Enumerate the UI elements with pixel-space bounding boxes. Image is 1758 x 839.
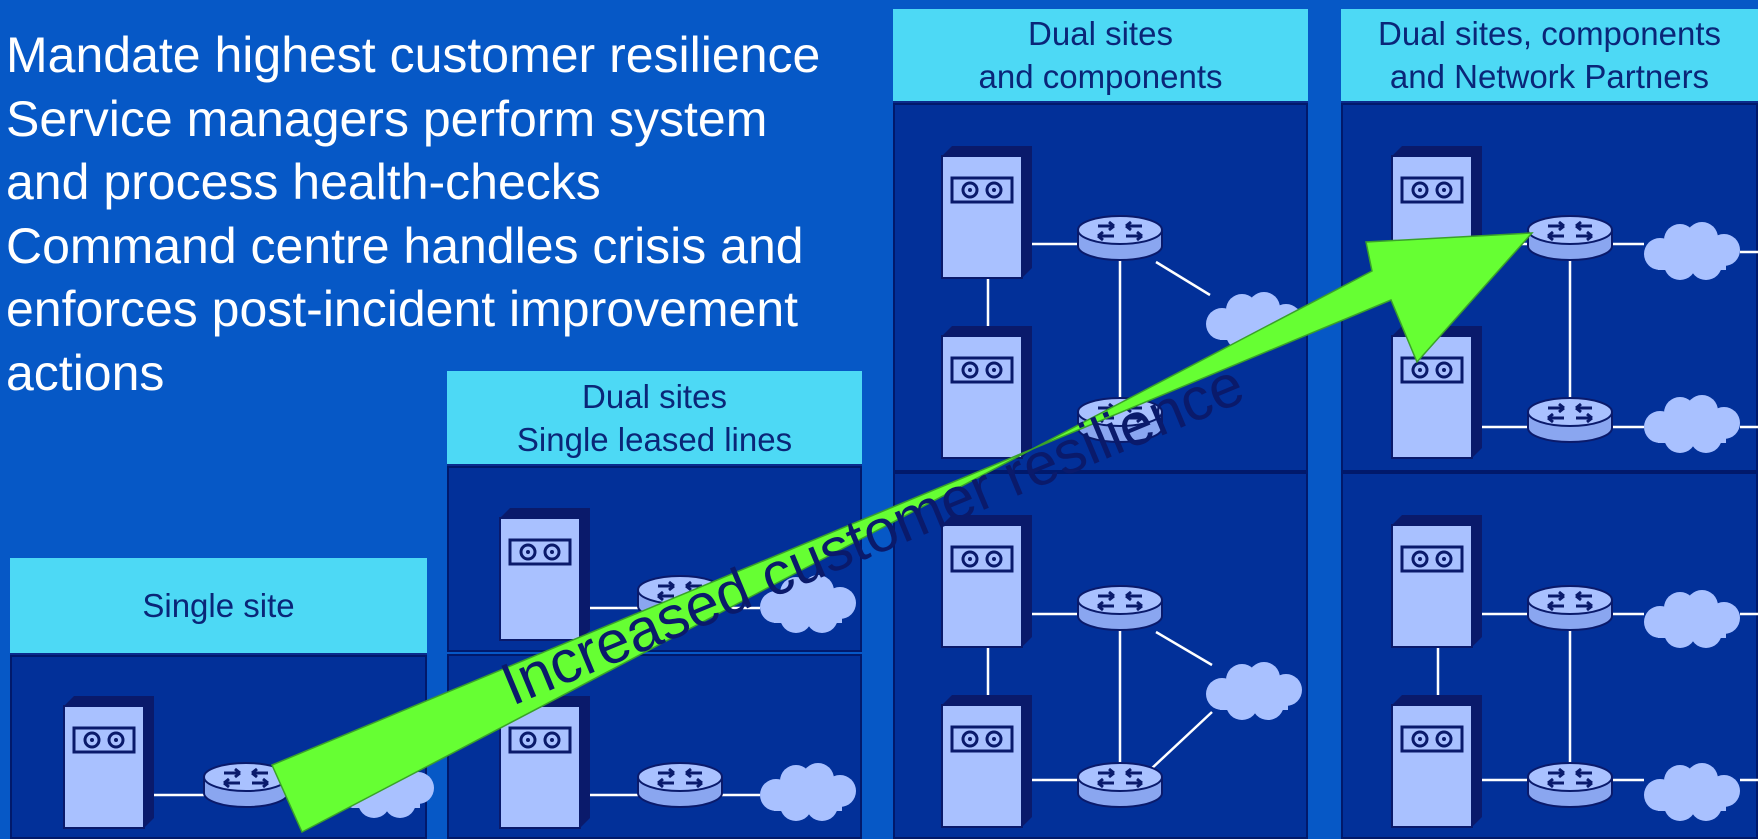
tier-dual-sites-line1: Dual sites <box>582 377 727 415</box>
router-icon <box>1526 761 1614 809</box>
server-icon <box>1390 513 1484 649</box>
server-icon <box>1390 324 1484 460</box>
tier-dual-sites-single-lines-header: Dual sites Single leased lines <box>447 371 862 466</box>
router-icon <box>1526 396 1614 444</box>
tier-components-line2: and components <box>978 58 1223 95</box>
server-icon <box>62 694 156 830</box>
cloud-icon <box>760 763 856 821</box>
bullet-item: Service managers perform system <box>6 90 768 147</box>
bullet-item: Mandate highest customer resilience <box>6 27 821 83</box>
cloud-icon <box>1206 662 1302 720</box>
bullet-item: and process health-checks <box>6 154 601 211</box>
cloud-icon <box>1644 222 1740 280</box>
arrow-label: Increased customer resilience <box>491 350 1253 718</box>
tier-single-site-header: Single site <box>10 558 427 655</box>
bullet-list: Mandate highest customer resilience Serv… <box>6 24 886 406</box>
cloud-icon <box>1644 395 1740 453</box>
cloud-icon <box>1644 763 1740 821</box>
link-lines <box>150 242 1758 797</box>
bullet-item: Command centre handles crisis and <box>6 217 804 274</box>
tier-dual-sites-components-header: Dual sites and components <box>893 9 1308 103</box>
server-icon <box>1390 693 1484 829</box>
tier-partners-line1: Dual sites, components <box>1377 15 1721 52</box>
tier-single-site-label: Single site <box>142 587 295 624</box>
cloud-icon <box>1644 590 1740 648</box>
bullet-item: enforces post-incident improvement <box>6 281 799 338</box>
tier-dual-sites-line2: Single leased lines <box>516 420 793 458</box>
server-icon <box>940 693 1034 829</box>
router-icon <box>1526 584 1614 632</box>
resilience-arrow <box>271 232 1534 834</box>
tier-partners-line2: and Network Partners <box>1389 58 1710 95</box>
bullet-item: actions <box>6 344 165 401</box>
router-icon <box>1076 214 1164 262</box>
router-icon <box>1076 584 1164 632</box>
router-icon <box>636 761 724 809</box>
router-icon <box>1076 761 1164 809</box>
tier-network-partners-header: Dual sites, components and Network Partn… <box>1341 9 1758 103</box>
tier-components-line1: Dual sites <box>1028 15 1173 52</box>
server-icon <box>940 144 1034 280</box>
router-icon <box>1526 214 1614 262</box>
